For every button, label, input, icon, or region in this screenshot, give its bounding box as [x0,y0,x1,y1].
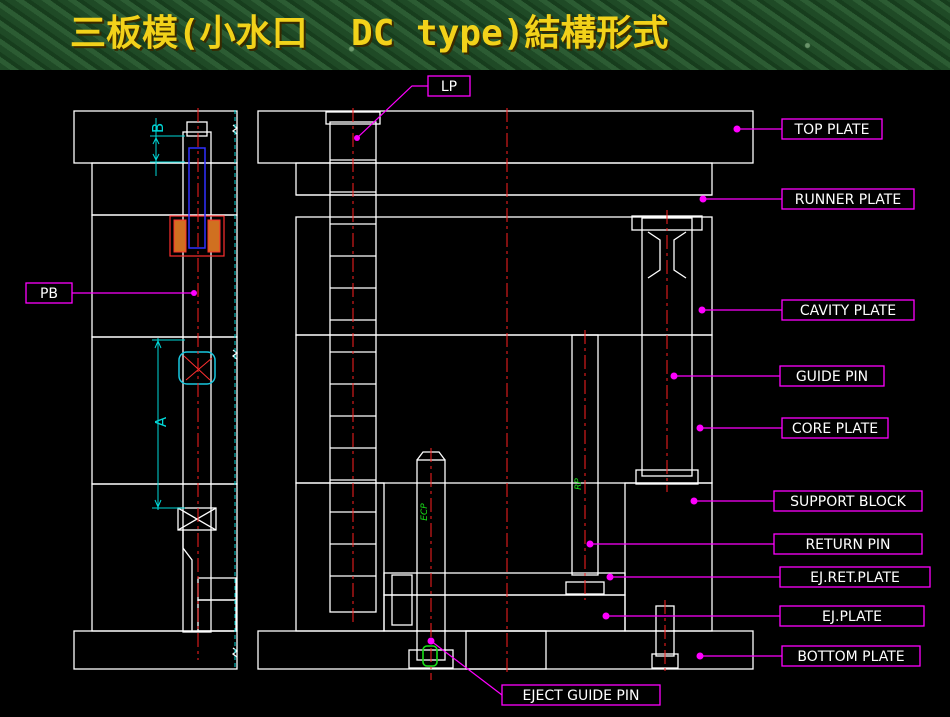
egp-bush [422,645,438,667]
label-return-pin: RETURN PIN [805,537,890,553]
label-cavity-plate: CAVITY PLATE [800,303,896,319]
label-runner-plate: RUNNER PLATE [795,192,901,208]
label-guide-pin: GUIDE PIN [796,369,868,385]
support-block-left [295,482,385,632]
label-ej-ret-plate: EJ.RET.PLATE [810,570,900,586]
leader-dots [191,125,741,660]
pb-stopper [178,351,216,385]
mold-diagram: B A [0,70,950,713]
mold-structure-drawing: B A [25,75,931,706]
title-banner: 三板模(小水口 DC type)結構形式 [0,0,950,70]
label-ej-plate: EJ.PLATE [822,609,882,625]
dimension-b [150,118,185,176]
side-view [73,110,239,670]
ej-plate-shape [383,594,626,632]
core-plate-shape [295,334,713,484]
support-block-right [624,482,713,632]
label-texts: LP PB TOP PLATE RUNNER PLATE CAVITY PLAT… [40,79,907,704]
egp-mark: ECP [420,503,430,521]
rp-mark: RP [574,478,584,490]
label-boxes [25,75,931,706]
label-pb: PB [40,286,58,302]
label-core-plate: CORE PLATE [792,421,878,437]
label-bottom-plate: BOTTOM PLATE [797,649,904,665]
label-lp: LP [441,79,457,95]
ej-ret-plate-shape [383,572,626,596]
dimension-a [152,338,185,510]
bottom-plate-shape [257,630,754,670]
top-plate-shape [257,110,754,164]
front-center-lines [352,108,668,680]
page-title: 三板模(小水口 DC type)結構形式 [70,13,669,54]
front-view [257,110,754,670]
leader-lines [72,85,782,696]
dimension-b-label: B [149,123,167,133]
runner-plate-shape [295,162,713,196]
label-top-plate: TOP PLATE [794,122,870,138]
pb-bushing [169,147,225,257]
cavity-plate-shape [295,216,713,336]
label-support-block: SUPPORT BLOCK [790,494,906,510]
label-eject-guide-pin: EJECT GUIDE PIN [523,688,640,704]
dimension-a-label: A [152,416,170,427]
